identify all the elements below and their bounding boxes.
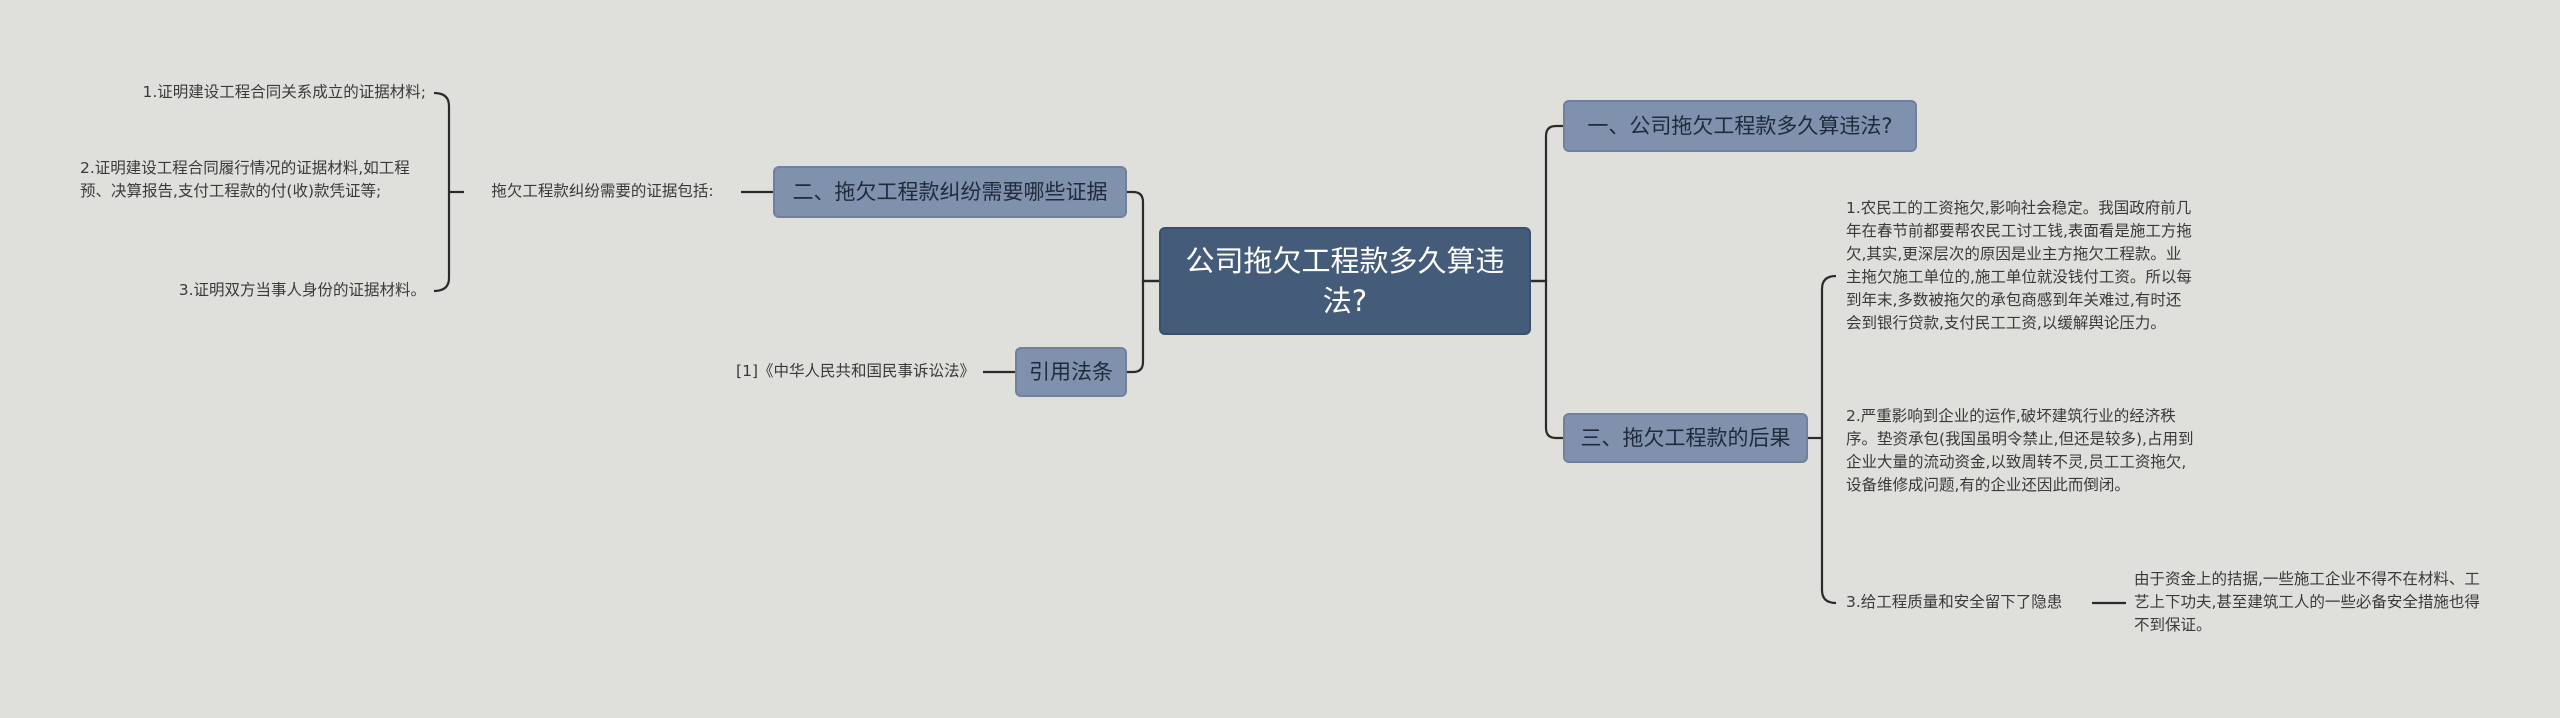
consequence-item-2[interactable]: 2.严重影响到企业的运作,破坏建筑行业的经济秩序。垫资承包(我国虽明令禁止,但还… <box>1846 405 2194 497</box>
topic-evidence[interactable]: 二、拖欠工程款纠纷需要哪些证据 <box>773 166 1127 218</box>
consequence-item-3-text: 3.给工程质量和安全留下了隐患 <box>1846 593 2063 611</box>
consequence-item-1-text: 1.农民工的工资拖欠,影响社会稳定。我国政府前几年在春节前都要帮农民工讨工钱,表… <box>1846 199 2192 332</box>
connector-root-topic3 <box>1531 279 1563 440</box>
root-title: 公司拖欠工程款多久算违法? <box>1185 244 1505 318</box>
evidence-intro[interactable]: 拖欠工程款纠纷需要的证据包括: <box>464 180 741 203</box>
evidence-item-3[interactable]: 3.证明双方当事人身份的证据材料。 <box>60 279 426 302</box>
law-item[interactable]: [1]《中华人民共和国民事诉讼法》 <box>640 360 975 383</box>
law-item-text: [1]《中华人民共和国民事诉讼法》 <box>736 362 975 380</box>
evidence-item-2-text: 2.证明建设工程合同履行情况的证据材料,如工程预、决算报告,支付工程款的付(收)… <box>80 159 410 200</box>
topic-consequences-label: 三、拖欠工程款的后果 <box>1580 426 1791 450</box>
consequence-item-3[interactable]: 3.给工程质量和安全留下了隐患 <box>1846 591 2092 614</box>
consequence-item-1[interactable]: 1.农民工的工资拖欠,影响社会稳定。我国政府前几年在春节前都要帮农民工讨工钱,表… <box>1846 197 2194 335</box>
bracket-evidence-items <box>433 91 451 293</box>
topic-evidence-label: 二、拖欠工程款纠纷需要哪些证据 <box>792 180 1108 204</box>
evidence-item-3-text: 3.证明双方当事人身份的证据材料。 <box>178 281 426 299</box>
bracket-consequences <box>1820 274 1837 605</box>
topic-consequences[interactable]: 三、拖欠工程款的后果 <box>1563 413 1808 463</box>
root-topic[interactable]: 公司拖欠工程款多久算违法? <box>1159 227 1531 335</box>
topic-how-long-illegal[interactable]: 一、公司拖欠工程款多久算违法? <box>1563 100 1917 152</box>
evidence-item-1-text: 1.证明建设工程合同关系成立的证据材料; <box>142 83 426 101</box>
evidence-item-2[interactable]: 2.证明建设工程合同履行情况的证据材料,如工程预、决算报告,支付工程款的付(收)… <box>80 157 426 203</box>
connector-root-evidence <box>1127 190 1159 283</box>
topic-law-reference[interactable]: 引用法条 <box>1015 347 1127 397</box>
topic-law-reference-label: 引用法条 <box>1029 360 1113 384</box>
topic-how-long-illegal-label: 一、公司拖欠工程款多久算违法? <box>1587 114 1893 138</box>
hazard-detail[interactable]: 由于资金上的拮据,一些施工企业不得不在材料、工艺上下功夫,甚至建筑工人的一些必备… <box>2134 568 2482 637</box>
connector-root-law <box>1127 279 1159 374</box>
hazard-detail-text: 由于资金上的拮据,一些施工企业不得不在材料、工艺上下功夫,甚至建筑工人的一些必备… <box>2134 570 2480 634</box>
consequence-item-2-text: 2.严重影响到企业的运作,破坏建筑行业的经济秩序。垫资承包(我国虽明令禁止,但还… <box>1846 407 2194 494</box>
connector-root-topic1 <box>1531 124 1563 283</box>
evidence-intro-text: 拖欠工程款纠纷需要的证据包括: <box>491 182 714 200</box>
evidence-item-1[interactable]: 1.证明建设工程合同关系成立的证据材料; <box>60 81 426 104</box>
